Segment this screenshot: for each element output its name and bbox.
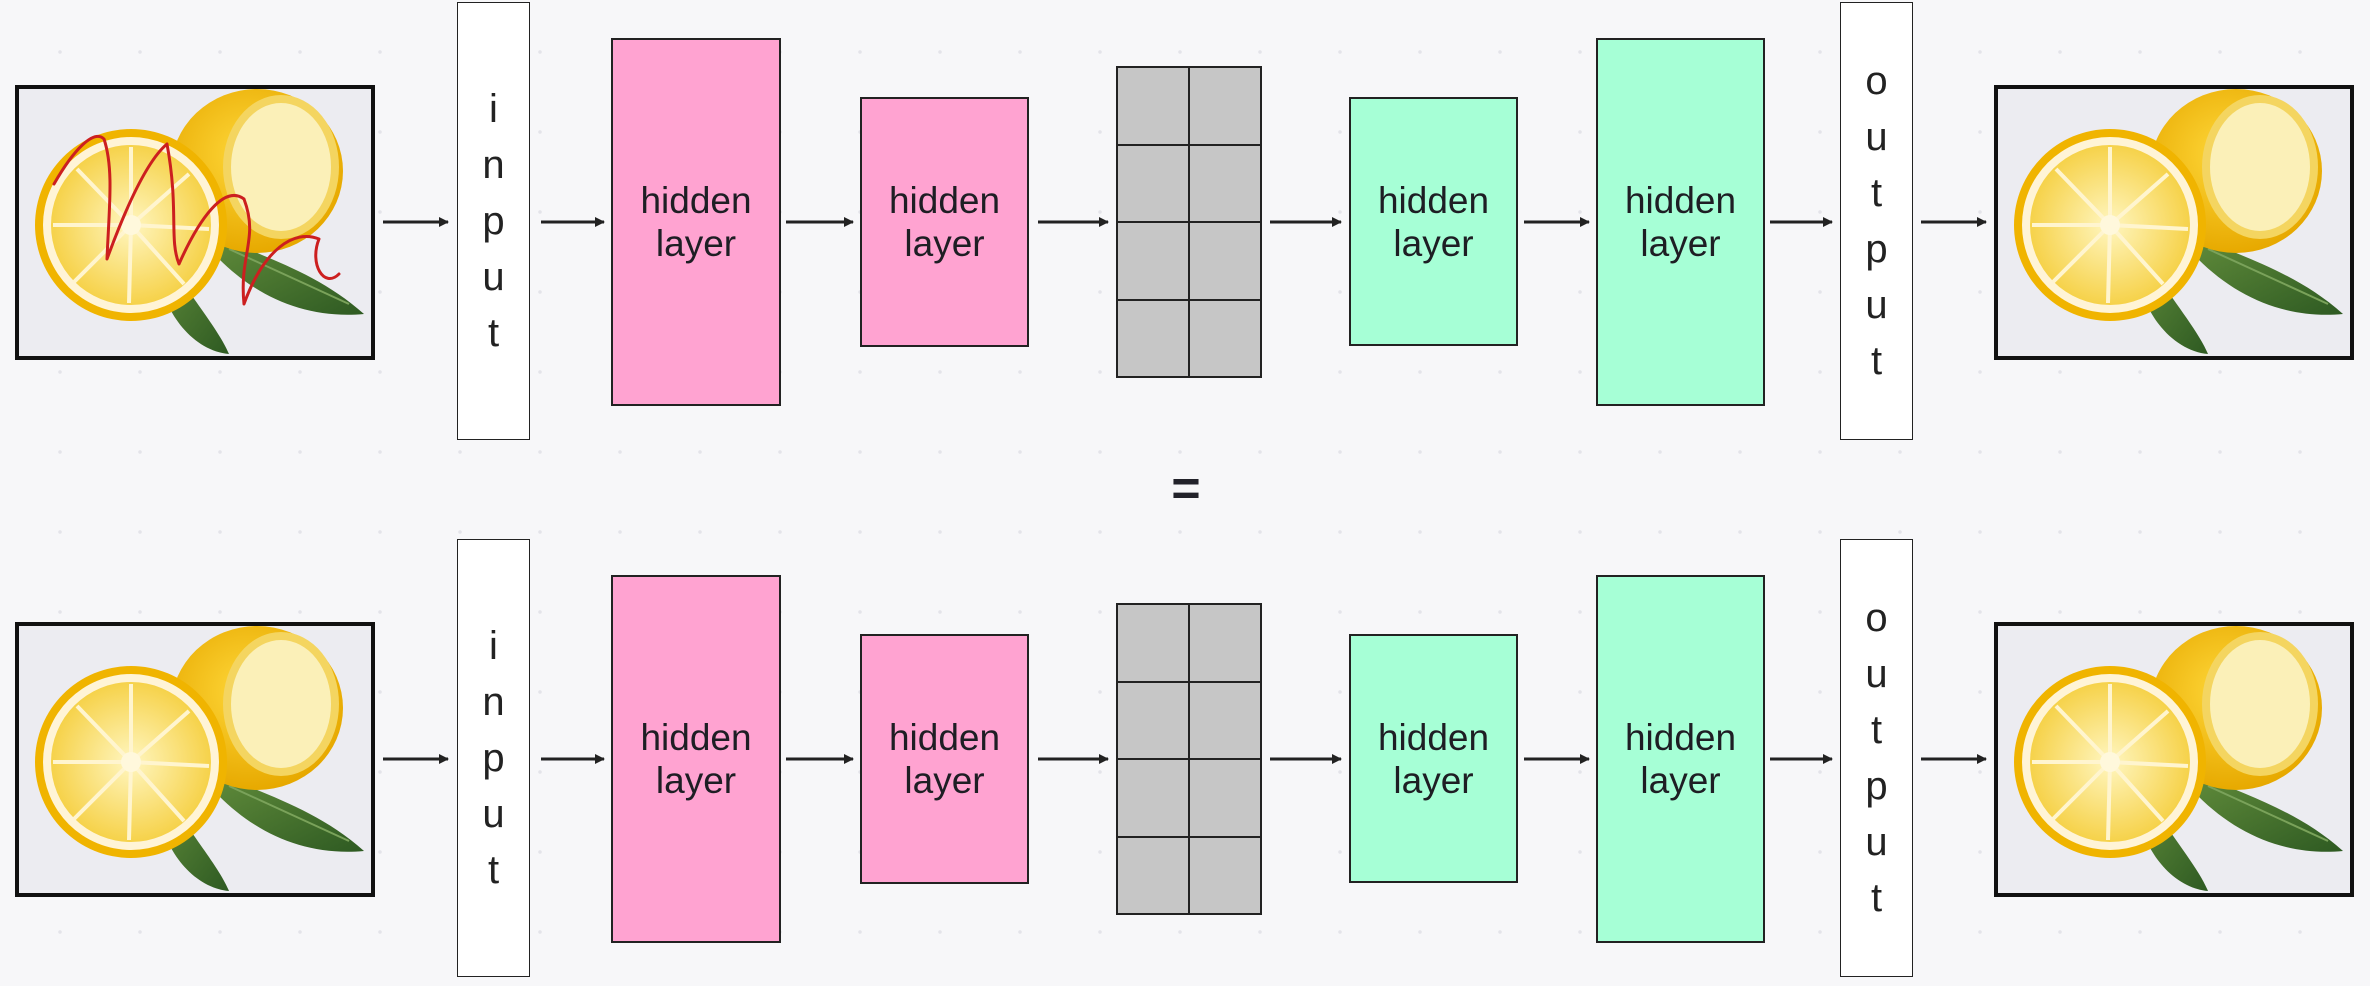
reconstructed-output-lemon-image xyxy=(1994,622,2354,897)
hidden-layer-label: hidden layer xyxy=(888,180,1001,264)
latent-cell xyxy=(1189,144,1261,222)
latent-cell xyxy=(1189,681,1261,759)
output-letter: t xyxy=(1870,339,1883,383)
decoder-hidden-layer-1: hidden layer xyxy=(1349,97,1518,346)
output-box: o u t p u t xyxy=(1840,539,1913,977)
latent-cell xyxy=(1189,67,1261,145)
latent-cell xyxy=(1189,604,1261,682)
output-letter: u xyxy=(1865,115,1888,159)
output-letter: o xyxy=(1865,596,1888,640)
lemon-image xyxy=(19,626,371,893)
output-letter: p xyxy=(1865,764,1888,808)
latent-cell xyxy=(1117,836,1189,914)
encoder-hidden-layer-2: hidden layer xyxy=(860,97,1029,347)
latent-cell xyxy=(1189,759,1261,837)
input-box: i n p u t xyxy=(457,539,530,977)
output-letter: t xyxy=(1870,708,1883,752)
reconstructed-output-lemon-image xyxy=(1994,85,2354,360)
latent-cell xyxy=(1117,604,1189,682)
output-box: o u t p u t xyxy=(1840,2,1913,440)
hidden-layer-label: hidden layer xyxy=(1377,716,1490,801)
hidden-layer-label: hidden layer xyxy=(640,180,752,264)
hidden-layer-label: hidden layer xyxy=(1377,179,1490,264)
lemon-image xyxy=(19,89,371,356)
input-letter: i xyxy=(489,87,498,131)
output-letter: u xyxy=(1865,820,1888,864)
output-letter: t xyxy=(1870,876,1883,920)
autoencoder-row-noisy: i n p u t hidden layer hidden layer hidd… xyxy=(0,0,2370,445)
input-letter: u xyxy=(482,255,505,299)
input-letter: p xyxy=(482,199,505,243)
input-box: i n p u t xyxy=(457,2,530,440)
hidden-layer-label: hidden layer xyxy=(640,717,752,801)
latent-code-grid xyxy=(1116,603,1262,915)
input-letter: p xyxy=(482,736,505,780)
output-letter: o xyxy=(1865,59,1888,103)
latent-cell xyxy=(1189,299,1261,377)
red-scribble xyxy=(52,134,341,306)
output-letter: u xyxy=(1865,652,1888,696)
output-letter: u xyxy=(1865,283,1888,327)
encoder-hidden-layer-1: hidden layer xyxy=(611,38,781,406)
decoder-hidden-layer-2: hidden layer xyxy=(1596,38,1765,406)
encoder-hidden-layer-2: hidden layer xyxy=(860,634,1029,884)
latent-cell xyxy=(1117,299,1189,377)
output-letter: p xyxy=(1865,227,1888,271)
latent-cell xyxy=(1117,67,1189,145)
latent-code-grid xyxy=(1116,66,1262,378)
autoencoder-row-clean: i n p u t hidden layer hidden layer hidd… xyxy=(0,537,2370,982)
latent-cell xyxy=(1117,144,1189,222)
latent-cell xyxy=(1117,681,1189,759)
input-letter: n xyxy=(482,143,505,187)
clean-input-lemon-image xyxy=(15,622,375,897)
hidden-layer-label: hidden layer xyxy=(1624,180,1737,264)
input-letter: i xyxy=(489,624,498,668)
input-letter: n xyxy=(482,680,505,724)
decoder-hidden-layer-2: hidden layer xyxy=(1596,575,1765,943)
hidden-layer-label: hidden layer xyxy=(1624,717,1737,801)
lemon-image xyxy=(1998,89,2350,356)
latent-cell xyxy=(1189,222,1261,300)
output-letter: t xyxy=(1870,171,1883,215)
latent-cell xyxy=(1189,836,1261,914)
latent-cell xyxy=(1117,222,1189,300)
noisy-input-lemon-image xyxy=(15,85,375,360)
lemon-image xyxy=(1998,626,2350,893)
latent-cell xyxy=(1117,759,1189,837)
encoder-hidden-layer-1: hidden layer xyxy=(611,575,781,943)
decoder-hidden-layer-1: hidden layer xyxy=(1349,634,1518,883)
hidden-layer-label: hidden layer xyxy=(888,717,1001,801)
input-letter: t xyxy=(487,848,500,892)
input-letter: u xyxy=(482,792,505,836)
equals-sign: = xyxy=(1171,460,1201,516)
input-letter: t xyxy=(487,311,500,355)
